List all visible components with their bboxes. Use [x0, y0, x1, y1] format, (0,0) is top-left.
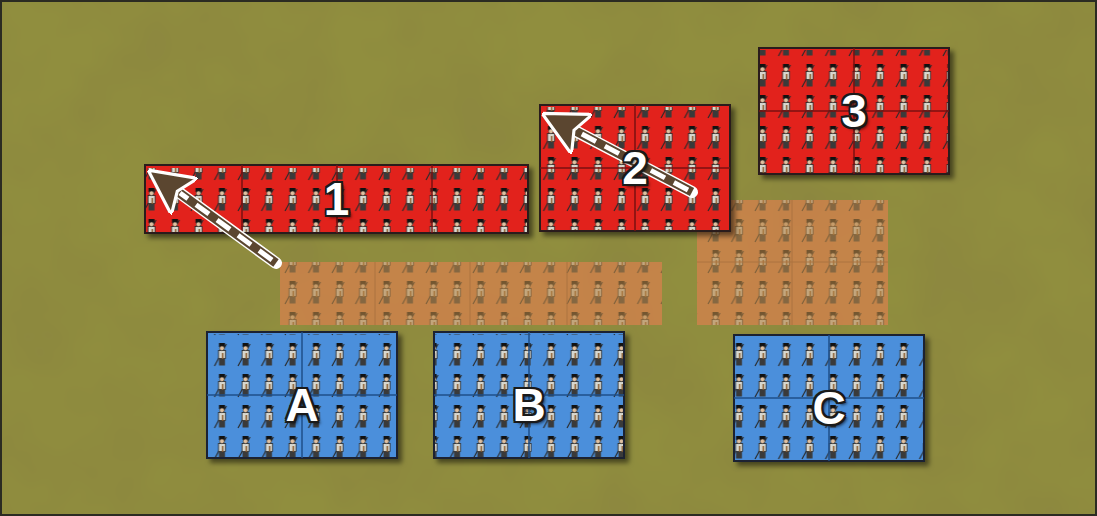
- unit-label: 2: [622, 145, 648, 191]
- unit-label: A: [285, 382, 318, 428]
- unit-counter: A: [207, 332, 397, 458]
- unit-label: 3: [841, 88, 867, 134]
- unit-label: 1: [324, 176, 350, 222]
- unit-label: B: [512, 382, 545, 428]
- unit-label: C: [812, 385, 845, 431]
- unit-counter: C: [734, 335, 924, 461]
- unit-counter: 1: [145, 165, 528, 233]
- unit-counter: 3: [759, 48, 949, 174]
- unit-counter: B: [434, 332, 624, 458]
- unit-counter: 2: [540, 105, 730, 231]
